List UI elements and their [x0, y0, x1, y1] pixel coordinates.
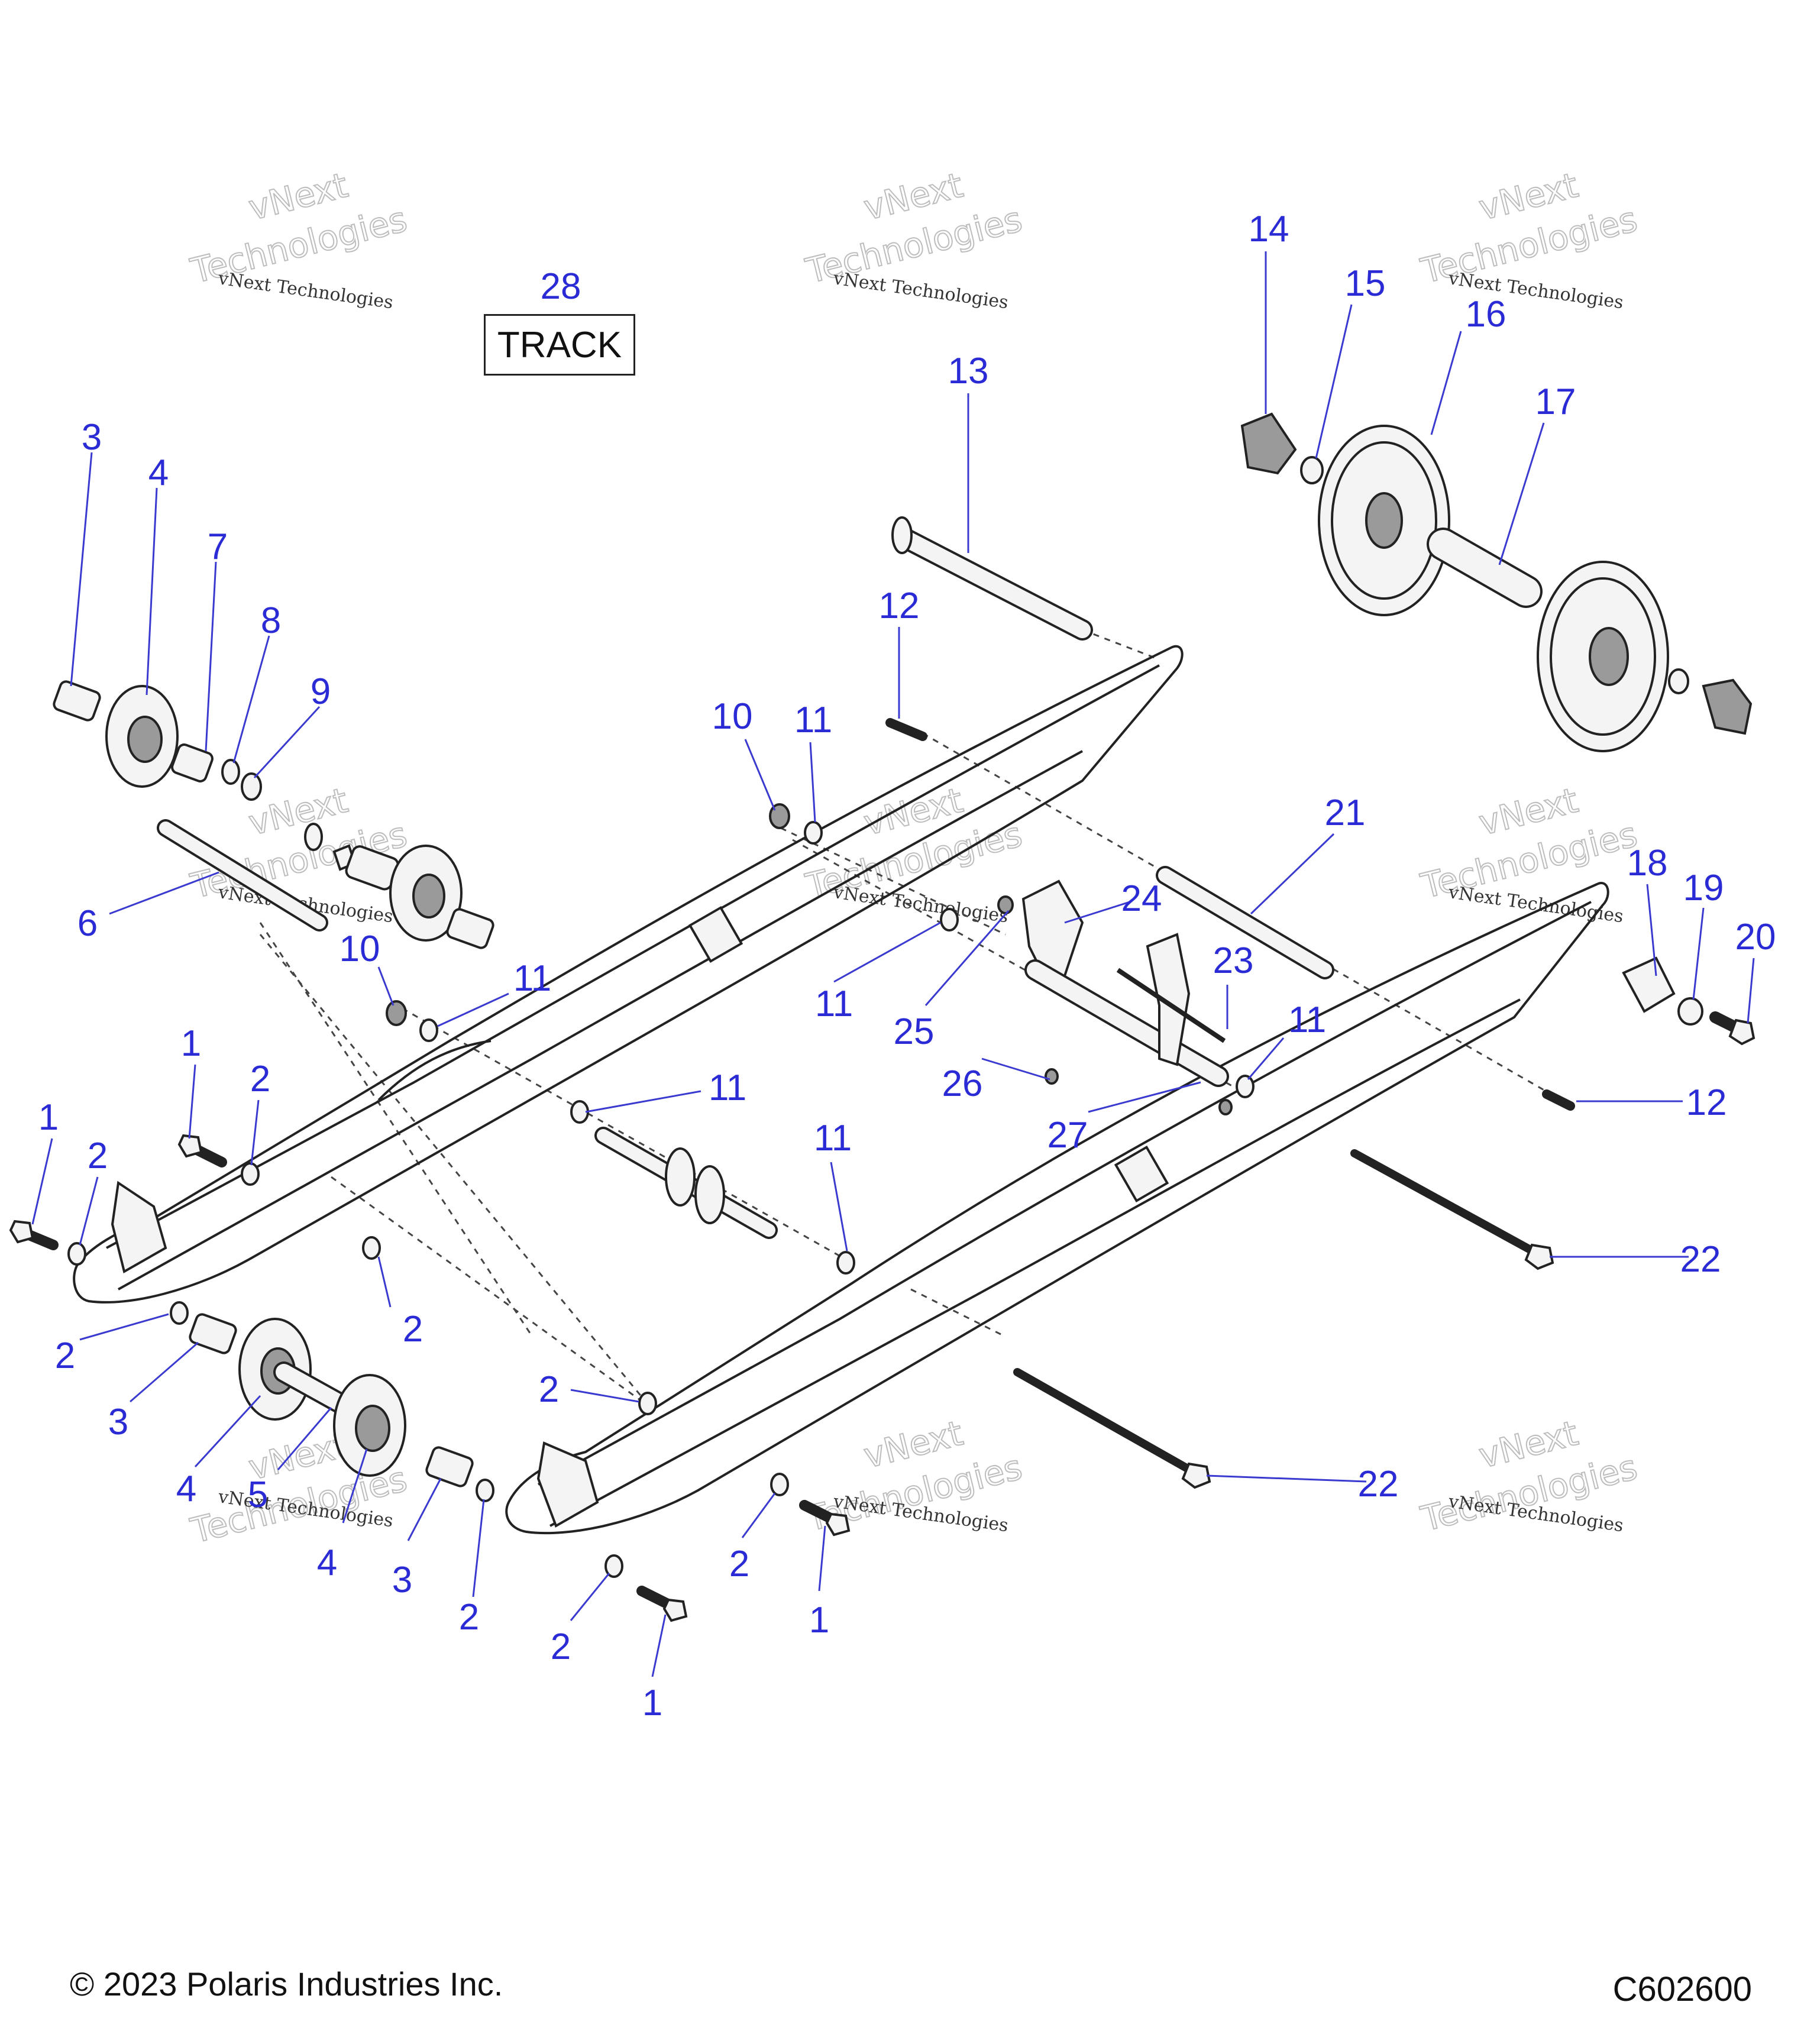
- rear-idler-wheel-lower: [1537, 561, 1753, 752]
- callout-label: 3: [108, 1402, 128, 1443]
- callout-label: 20: [1735, 917, 1776, 958]
- callout-label: 2: [459, 1597, 479, 1638]
- left-slide-rail: [73, 645, 1184, 1304]
- callout-label: 12: [879, 586, 920, 626]
- callout-label: 10: [712, 696, 753, 737]
- callout-label: 24: [1121, 878, 1162, 919]
- callout-label: 15: [1345, 263, 1386, 304]
- copyright-notice: © 2023 Polaris Industries Inc.: [70, 1965, 503, 2003]
- watermark-text: vNext Technologies: [1447, 882, 1625, 927]
- figure-code: C602600: [1612, 1970, 1752, 2009]
- leader-lines: [31, 251, 1755, 1677]
- long-bolts: [1013, 1149, 1554, 1489]
- callout-label: 4: [317, 1542, 337, 1583]
- callout-label: 23: [1213, 940, 1254, 981]
- shock-mount-bracket: [1021, 879, 1229, 1087]
- rear-axle-shaft: [891, 516, 1093, 641]
- callout-label: 18: [1627, 843, 1668, 884]
- callout-label: 2: [551, 1626, 571, 1667]
- cross-shaft: [1156, 866, 1334, 979]
- callout-label: 6: [77, 903, 98, 944]
- callout-label: 25: [894, 1011, 935, 1052]
- callout-label: 1: [181, 1023, 201, 1064]
- callout-label: 12: [1686, 1082, 1727, 1123]
- callout-label: 1: [38, 1097, 59, 1138]
- callout-label: 2: [55, 1335, 75, 1376]
- rear-idler-wheel-upper: [1240, 412, 1543, 616]
- callout-label: 5: [248, 1474, 268, 1515]
- callout-label: 8: [261, 600, 281, 641]
- callout-labels: 3 4 7 8 9 6 10 11 28 12 10 11 13 14 15 1…: [38, 209, 1776, 1723]
- front-wheel-set-upper: [53, 680, 262, 801]
- callout-label: 4: [176, 1469, 196, 1509]
- track-label-box: TRACK: [484, 314, 635, 376]
- watermark-text: vNext Technologies: [216, 268, 395, 313]
- callout-label: 9: [311, 671, 331, 712]
- callout-label: 10: [340, 929, 380, 969]
- callout-label: 11: [513, 958, 551, 999]
- callout-label: 26: [942, 1063, 983, 1104]
- callout-label: 11: [814, 1118, 852, 1159]
- callout-label: 17: [1535, 381, 1576, 422]
- bolts: [9, 718, 1575, 1622]
- parts: [9, 412, 1755, 1622]
- callout-label: 11: [794, 700, 832, 740]
- callout-label: 4: [148, 452, 169, 493]
- callout-label: 22: [1680, 1239, 1721, 1280]
- callout-label: 11: [1288, 1000, 1326, 1040]
- callout-label: 1: [642, 1683, 662, 1723]
- watermarks: Technologies vNext vNext Technologies Te…: [186, 164, 1642, 1552]
- callout-label: 2: [729, 1544, 749, 1584]
- callout-label: 19: [1683, 868, 1724, 908]
- callout-label: 27: [1047, 1115, 1088, 1156]
- callout-label: 2: [403, 1309, 423, 1350]
- callout-label: 2: [88, 1136, 108, 1176]
- callout-label: 11: [815, 984, 853, 1024]
- right-slide-rail: [505, 882, 1609, 1535]
- callout-label: 2: [250, 1059, 270, 1099]
- watermark-text: vNext Technologies: [832, 882, 1010, 927]
- callout-label: 11: [709, 1068, 746, 1108]
- callout-label: 16: [1466, 294, 1506, 335]
- callout-label: 14: [1249, 209, 1289, 250]
- callout-label: 2: [539, 1369, 559, 1410]
- callout-label: 21: [1325, 793, 1366, 833]
- callout-label: 3: [82, 417, 102, 458]
- front-axle: [157, 819, 494, 949]
- rear-bracket-hardware: [1622, 956, 1755, 1046]
- front-wheel-set-lower: [189, 1313, 474, 1487]
- callout-label: 3: [392, 1560, 412, 1600]
- callout-label: 22: [1358, 1464, 1399, 1505]
- watermark-text: vNext Technologies: [832, 268, 1010, 313]
- callout-label: 1: [809, 1600, 829, 1641]
- center-shaft: [594, 1127, 778, 1239]
- washers: [67, 803, 1255, 1578]
- callout-label: 7: [208, 526, 228, 567]
- callout-label: 13: [948, 351, 989, 392]
- callout-label: 28: [541, 266, 581, 307]
